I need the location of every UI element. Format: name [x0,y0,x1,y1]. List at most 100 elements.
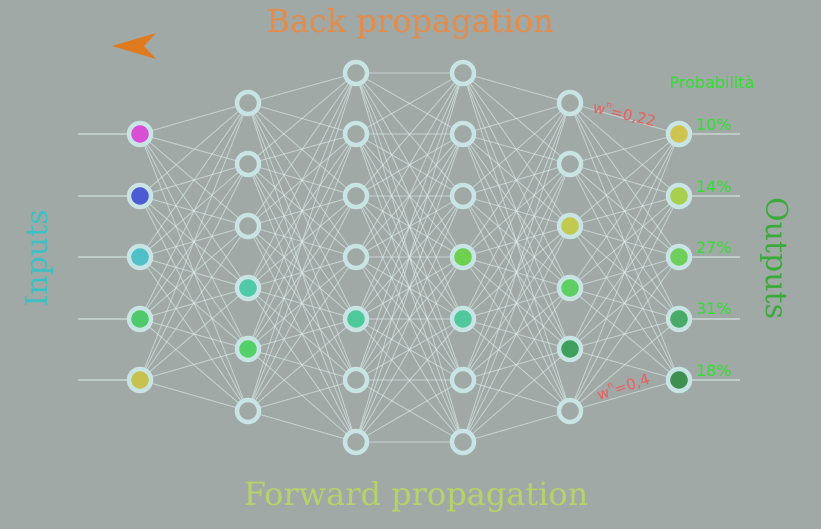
connection-line [355,72,464,320]
hidden-3-neuron [449,366,477,394]
connection-line [462,348,571,443]
connection-line [462,287,571,443]
connection-line [139,163,249,381]
hidden-1-neuron [234,274,262,302]
connection-line [139,348,249,381]
connection-line [462,72,571,104]
connection-line [247,72,357,412]
back-propagation-title: Back propagation [266,2,553,40]
hidden-2-neuron [342,243,370,271]
hidden-4-neuron [556,335,584,363]
output-percent: 14% [696,177,732,196]
svg-text:wn=0,4: wn=0,4 [594,369,652,404]
hidden-2-neuron [342,120,370,148]
hidden-1-neuron [234,397,262,425]
connection-line [462,163,571,443]
output-percentages: 10% 14% 27% 31% 18% [696,115,732,380]
hidden-4-neuron [556,212,584,240]
hidden-1-neuron [234,335,262,363]
connection-line [462,225,571,443]
input-neuron [126,182,154,210]
connection-line [569,102,680,135]
back-arrow-head [112,33,156,59]
connection-line [139,379,249,412]
connection-line [139,102,249,197]
connection-line [139,102,249,320]
connection-line [569,318,680,412]
weight-symbol: w [591,98,607,118]
connection-line [569,133,680,289]
connection-line [462,102,571,197]
connection-line [462,102,571,135]
forward-propagation-title: Forward propagation [244,475,589,513]
weight-superscript: n [606,380,615,391]
weight-superscript: n [605,100,613,111]
connection-line [569,133,680,227]
hidden-2-neuron [342,182,370,210]
hidden-1-neuron [234,212,262,240]
weight-label-bottom: wn=0,4 [594,369,652,404]
weight-value: =0,22 [609,102,658,130]
hidden-4-neuron [556,274,584,302]
connection-line [355,256,464,443]
connection-lines [139,72,680,443]
connection-line [247,72,357,350]
connection-line [569,195,680,412]
inputs-label: Inputs [20,209,55,306]
weight-symbol: w [595,383,612,404]
hidden-2-neuron [342,305,370,333]
hidden-3-neuron [449,182,477,210]
connection-line [247,256,357,412]
input-neuron [126,243,154,271]
connection-line [247,133,357,412]
connection-line [247,72,357,227]
connection-line [355,72,464,258]
output-percent: 10% [696,115,732,134]
connection-line [247,410,357,443]
neurons [126,59,693,456]
connection-line [247,195,357,412]
hidden-4-neuron [556,150,584,178]
weight-value: =0,4 [612,370,652,398]
connection-line [247,379,357,412]
connection-line [139,102,249,135]
hidden-3-neuron [449,428,477,456]
hidden-1-neuron [234,150,262,178]
hidden-3-neuron [449,305,477,333]
probability-header: Probabilità [670,73,755,92]
connection-line [247,318,357,412]
output-percent: 31% [696,299,732,318]
hidden-3-neuron [449,59,477,87]
connection-line [247,72,357,289]
input-neuron [126,120,154,148]
connection-line [462,102,571,258]
connection-line [139,225,249,381]
connection-line [462,410,571,443]
connection-line [355,72,464,197]
connection-line [569,133,680,165]
connection-line [247,72,357,165]
connection-line [569,256,680,412]
svg-text:wn=0,22: wn=0,22 [591,97,658,130]
output-neuron [665,182,693,210]
output-percent: 18% [696,361,732,380]
connection-line [355,133,464,443]
connection-line [355,379,464,443]
hidden-4-neuron [556,397,584,425]
connection-line [462,102,571,320]
hidden-3-neuron [449,243,477,271]
input-neuron [126,305,154,333]
output-neuron [665,120,693,148]
hidden-3-neuron [449,120,477,148]
connection-line [139,287,249,381]
hidden-2-neuron [342,59,370,87]
connection-line [355,72,464,135]
connection-line [355,72,464,381]
connection-line [355,195,464,443]
outputs-label: Outputs [758,197,793,319]
connection-line [139,102,249,381]
connection-line [247,72,357,104]
output-neuron [665,243,693,271]
hidden-4-neuron [556,89,584,117]
